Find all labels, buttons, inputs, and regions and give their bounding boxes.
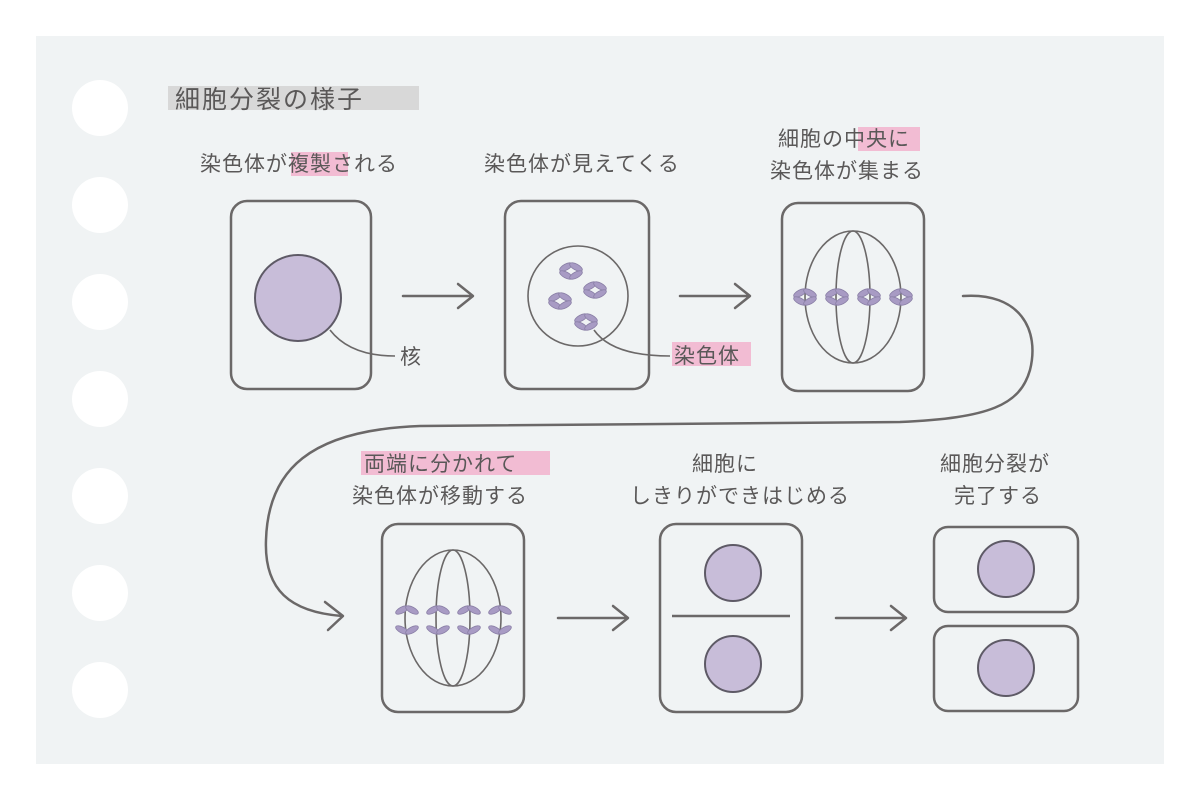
- chromatid: [456, 603, 482, 617]
- step6-label-line1: 細胞分裂が: [940, 452, 1050, 476]
- chromosome: [824, 286, 850, 308]
- arrow-4-5: [556, 604, 630, 632]
- binder-hole: [72, 468, 128, 524]
- step6-daughter-cell-bottom: [932, 624, 1080, 713]
- notebook-card: [36, 36, 1164, 764]
- chromatid: [394, 603, 420, 617]
- step1-nucleus: [254, 254, 342, 342]
- binder-hole: [72, 177, 128, 233]
- binder-hole: [72, 371, 128, 427]
- step6-daughter-cell-top: [932, 525, 1080, 614]
- arrow-2-3: [678, 282, 752, 310]
- step5-nucleus-bottom: [704, 635, 762, 693]
- chromatid: [394, 623, 420, 637]
- highlight-senshokutai: [672, 342, 751, 366]
- binder-hole: [72, 80, 128, 136]
- highlight-ryoutan: [361, 451, 550, 475]
- step3-spindle: [804, 230, 902, 364]
- step3-label-line2: 染色体が集まる: [770, 159, 924, 183]
- chromatid: [456, 623, 482, 637]
- arrow-1-2: [401, 282, 475, 310]
- step3-cell: [780, 201, 926, 393]
- step3-label-line1: 細胞の中央に: [778, 127, 910, 151]
- step4-cell: [380, 522, 526, 714]
- step2-chromosome-leader: [593, 329, 671, 357]
- step4-label-line1: 両端に分かれて: [364, 452, 517, 476]
- chromosome: [856, 286, 882, 308]
- binder-hole: [72, 662, 128, 718]
- step2-nuclear-envelope: [527, 245, 629, 347]
- step2-label: 染色体が見えてくる: [484, 152, 680, 176]
- step1-nucleus-leader: [329, 329, 396, 357]
- step1-annotation: 核: [400, 345, 422, 369]
- step5-label-line1: 細胞に: [692, 452, 758, 476]
- binder-hole: [72, 274, 128, 330]
- step5-nucleus-top: [704, 544, 762, 602]
- step4-label-line2: 染色体が移動する: [352, 484, 528, 508]
- step5-cell: [658, 522, 804, 714]
- step1-cell: [229, 199, 373, 391]
- step6-nucleus-top: [977, 540, 1035, 598]
- highlight-chuou: [858, 127, 920, 151]
- step2-annotation: 染色体: [674, 344, 740, 368]
- page-title: 細胞分裂の様子: [175, 85, 364, 114]
- title-highlight: [168, 86, 419, 110]
- chromosome: [547, 290, 573, 312]
- step2-cell: [503, 199, 651, 391]
- step4-spindle-fiber: [435, 549, 471, 687]
- connector-arrow: [264, 294, 1034, 618]
- chromosome: [573, 311, 599, 333]
- step1-label: 染色体が複製される: [200, 152, 398, 176]
- chromatid: [425, 623, 451, 637]
- highlight-fukusei: [291, 152, 348, 176]
- chromosome: [582, 279, 608, 301]
- step6-label-line2: 完了する: [954, 484, 1042, 508]
- chromatid: [425, 603, 451, 617]
- binder-hole: [72, 565, 128, 621]
- step3-spindle-fiber: [835, 230, 871, 364]
- step5-label-line2: しきりができはじめる: [630, 484, 850, 508]
- step4-spindle: [404, 549, 502, 687]
- connector-arrow-head: [323, 600, 345, 632]
- arrow-5-6: [834, 604, 908, 632]
- chromatid: [487, 603, 513, 617]
- step6-nucleus-bottom: [977, 639, 1035, 697]
- chromosome: [558, 260, 584, 282]
